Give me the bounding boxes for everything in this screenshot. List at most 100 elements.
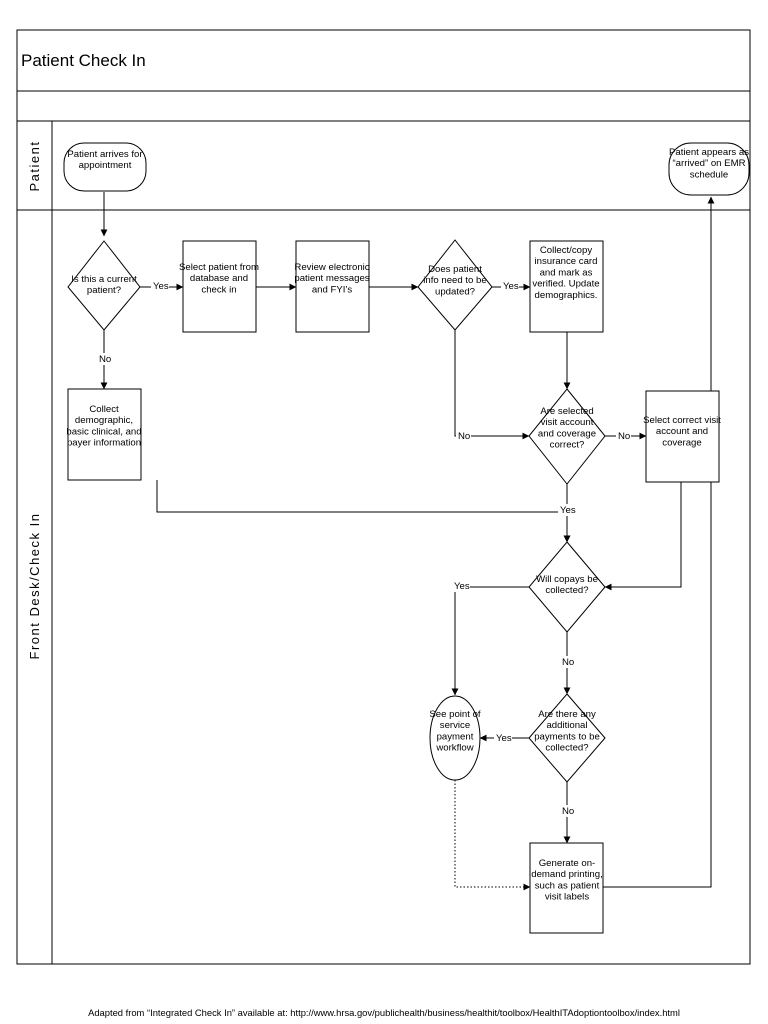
node-label-line: insurance card: [535, 256, 598, 267]
node-label-line: Is this a current: [71, 274, 137, 285]
node-label-line: patient messages: [294, 273, 369, 284]
node-label-line: payer information: [67, 438, 141, 449]
node-label-line: and coverage: [538, 428, 596, 439]
node-label-line: patient?: [87, 285, 121, 296]
svg-text:No: No: [562, 806, 574, 817]
node-label-generate-printing: Generate on-demand printing,such as pati…: [531, 858, 602, 903]
page-title: Patient Check In: [21, 51, 146, 70]
svg-text:Yes: Yes: [560, 505, 576, 516]
arrow-selectvisit-to-copays: [604, 482, 682, 591]
node-label-line: demographic,: [75, 415, 133, 426]
node-label-line: such as patient: [535, 880, 600, 891]
node-label-line: demographics.: [535, 290, 598, 301]
decision-copays: [528, 541, 606, 633]
node-label-line: updated?: [435, 286, 475, 297]
node-label-line: and mark as: [540, 267, 593, 278]
node-label-line: Patient arrives for: [67, 149, 143, 160]
svg-text:No: No: [99, 354, 111, 365]
edge-label-no-copays: No: [560, 656, 575, 668]
edge-label-yes-additional: Yes: [494, 732, 512, 744]
node-label-line: Review electronic: [294, 262, 369, 273]
edge-label-no-current: No: [97, 353, 112, 365]
edge-label-no-visit: No: [616, 430, 631, 442]
node-label-line: service: [440, 720, 470, 731]
node-label-line: check in: [201, 284, 236, 295]
edge-label-yes-update: Yes: [501, 280, 519, 292]
edge-label-no-update: No: [456, 430, 471, 442]
svg-text:Yes: Yes: [496, 733, 512, 744]
node-label-line: Collect: [89, 404, 119, 415]
terminator-patient-arrives: [63, 142, 147, 192]
process-select-visit-account: [645, 390, 720, 483]
node-label-line: and FYI’s: [312, 284, 353, 295]
diagram-frame: [16, 29, 751, 965]
process-collect-demographic: [67, 388, 142, 481]
terminator-patient-appears: [668, 142, 750, 196]
node-label-line: Select correct visit: [643, 415, 721, 426]
node-label-line: payments to be: [534, 731, 600, 742]
node-label-line: Generate on-: [539, 858, 596, 869]
arrow-update-no: [454, 330, 530, 440]
edge-label-no-additional: No: [560, 805, 575, 817]
node-label-line: schedule: [690, 169, 728, 180]
node-label-line: account and: [656, 426, 708, 437]
process-generate-printing: [529, 842, 604, 934]
decision-current-patient: [67, 240, 141, 331]
node-label-line: See point of: [429, 709, 481, 720]
footer-attribution: Adapted from “Integrated Check In” avail…: [88, 1007, 680, 1018]
node-label-line: Will copays be: [536, 574, 598, 585]
node-label-line: additional: [546, 720, 587, 731]
svg-text:No: No: [618, 431, 630, 442]
edge-label-yes-visit: Yes: [558, 504, 576, 516]
svg-text:No: No: [458, 431, 470, 442]
node-label-line: collected?: [545, 585, 588, 596]
lane-label-front-desk: Front Desk/Check In: [27, 513, 42, 660]
connector-pos-workflow: [429, 695, 481, 781]
arrow-copays-yes: [451, 586, 529, 696]
node-label-line: correct?: [550, 440, 585, 451]
arrow-demographic-to-copays: [156, 480, 571, 543]
edge-labels: Yes No Yes No No Yes Yes No: [97, 280, 631, 817]
node-label-line: visit labels: [545, 892, 589, 903]
process-review-messages: [295, 240, 370, 333]
node-label-line: Are selected: [540, 406, 593, 417]
node-label-line: Are there any: [538, 709, 596, 720]
lane-label-patient: Patient: [27, 141, 42, 192]
svg-text:Yes: Yes: [153, 281, 169, 292]
svg-text:Yes: Yes: [454, 581, 470, 592]
node-label-line: Select patient from: [179, 262, 259, 273]
node-label-line: Patient appears as: [669, 147, 749, 158]
node-label-line: Does patient: [428, 264, 482, 275]
node-label-line: basic clinical, and: [66, 426, 141, 437]
svg-text:No: No: [562, 657, 574, 668]
node-label-line: Collect/copy: [540, 245, 592, 256]
decision-additional-payments: [528, 693, 606, 783]
shapes: [63, 142, 750, 934]
process-select-patient: [182, 240, 257, 333]
node-label-line: database and: [190, 273, 248, 284]
edge-label-yes-copays: Yes: [452, 580, 470, 592]
arrow-printing-to-appears: [603, 196, 715, 888]
node-label-line: demand printing,: [531, 869, 602, 880]
process-collect-insurance: [529, 240, 604, 333]
node-label-line: “arrived” on EMR: [672, 158, 745, 169]
node-label-line: appointment: [79, 160, 132, 171]
node-label-line: visit account: [541, 417, 594, 428]
node-label-line: info need to be: [423, 275, 486, 286]
node-label-line: verified. Update: [532, 279, 599, 290]
